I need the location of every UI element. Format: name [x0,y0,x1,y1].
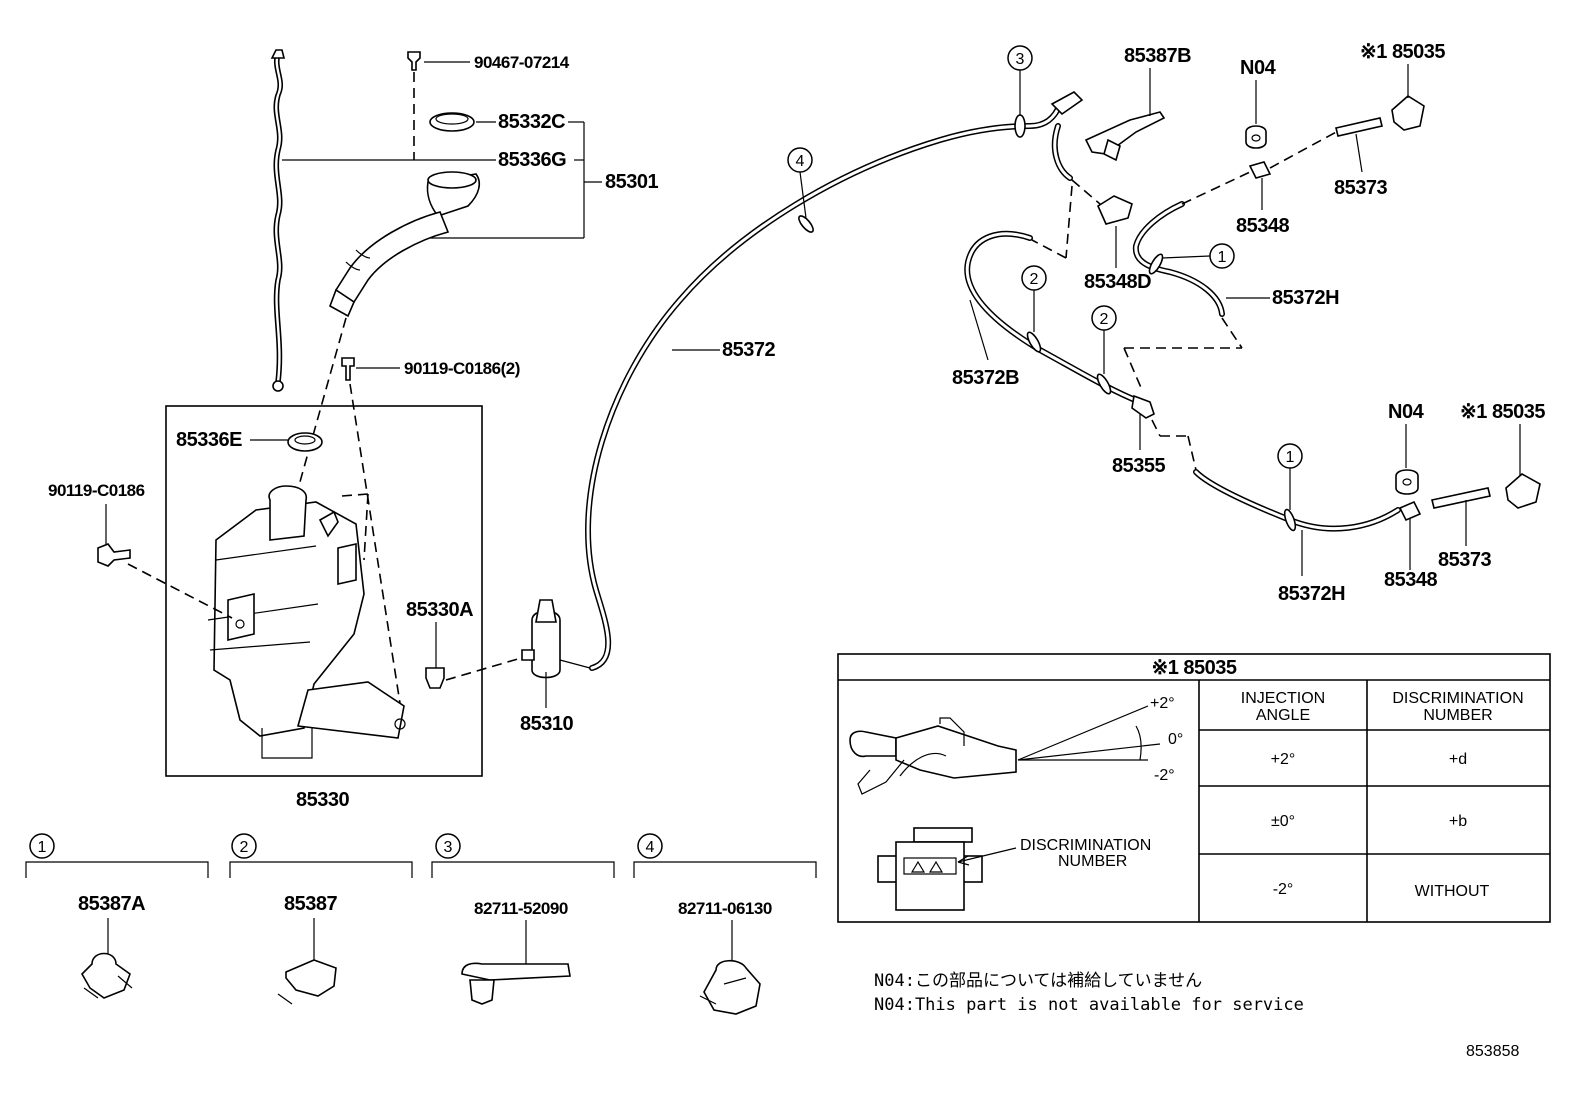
joint-85348D [1096,195,1133,268]
label-85310: 85310 [520,713,573,735]
clip-part-1: 85387A [78,893,145,915]
label-85330: 85330 [296,789,349,811]
nozzle-angle-illustration [849,705,1161,795]
bolt-90119 [97,504,233,619]
angle-zero-label: 0° [1168,731,1183,748]
label-85336E: 85336E [176,429,242,451]
label-85372B: 85372B [952,367,1019,389]
clip-legend-3: 3 82711-52090 [431,833,615,1005]
hose-85372H-lower: 1 [1193,443,1401,576]
label-85355: 85355 [1112,455,1165,477]
col-discrimination-line2: NUMBER [1423,707,1492,724]
table-title: ※1 85035 [1151,657,1236,679]
label-85348-upper: 85348 [1236,215,1289,237]
hose-to-85348D [1031,123,1101,259]
label-85373-lower: 85373 [1438,549,1491,571]
nozzle-front-illustration [877,827,1017,911]
circle-ref-3: 3 [1016,51,1025,68]
row2-angle: ±0° [1271,813,1295,830]
filler-pipe [329,171,481,318]
label-85373-upper: 85373 [1334,177,1387,199]
bracket-85387B [1084,68,1166,162]
label-85035-lower: ※1 85035 [1460,401,1545,423]
clip-legend-1: 1 85387A [25,833,209,999]
clip-num-3: 3 [444,839,453,856]
level-gauge [270,49,286,392]
label-85372H-upper: 85372H [1272,287,1339,309]
diagram-id: 853858 [1466,1043,1519,1060]
clip-part-3: 82711-52090 [474,899,568,918]
lower-nozzle-group [1395,424,1541,570]
circle-ref-2a: 2 [1030,271,1039,288]
label-85372H-lower: 85372H [1278,583,1345,605]
clip-legend: 1 85387A 2 85387 3 82711-52090 [25,833,817,1015]
label-85348D: 85348D [1084,271,1151,293]
label-85301: 85301 [605,171,658,193]
grommet-85330A [425,622,529,689]
label-N04-upper: N04 [1240,57,1277,79]
row3-angle: -2° [1273,881,1294,898]
clip-num-2: 2 [240,839,249,856]
col-discrimination-line1: DISCRIMINATION [1392,690,1523,707]
joint-85355 [1123,347,1242,471]
clip-part-2: 85387 [284,893,337,915]
row2-number: +b [1449,813,1467,830]
angle-plus-label: +2° [1150,695,1175,712]
bolt-90119-2 [341,357,403,717]
disc-label-line1: DISCRIMINATION [1020,837,1151,854]
clip-legend-2: 2 85387 [229,833,413,1005]
hose-85372B: 2 2 [964,230,1143,405]
washer-tank [207,485,406,759]
label-N04-lower: N04 [1388,401,1425,423]
angle-minus-label: -2° [1154,767,1175,784]
circle-ref-1b: 1 [1286,449,1295,466]
circle-ref-4: 4 [796,153,805,170]
note-english: N04:This part is not available for servi… [874,995,1304,1015]
label-85348-lower: 85348 [1384,569,1437,591]
label-85372: 85372 [722,339,775,361]
grommet-85336E [250,432,323,452]
nozzle-spec-table: ※1 85035 INJECTION ANGLE DISCRIMINATION … [837,653,1551,923]
tank-box [165,405,483,777]
label-85330A: 85330A [406,599,473,621]
label-90467: 90467-07214 [474,53,570,72]
label-85332C: 85332C [498,111,565,133]
disc-label-line2: NUMBER [1058,853,1127,870]
clip-legend-4: 4 82711-06130 [633,833,817,1015]
row1-number: +d [1449,751,1467,768]
upper-nozzle-group [1181,64,1425,210]
clip-num-4: 4 [646,839,655,856]
clip-num-1: 1 [38,839,47,856]
col-injection-line2: ANGLE [1256,707,1310,724]
hose-clip-4: 4 [787,147,814,233]
bracket-85301 [282,121,602,239]
label-85387B: 85387B [1124,45,1191,67]
col-injection-line1: INJECTION [1241,690,1325,707]
row3-number: WITHOUT [1415,883,1490,900]
label-85035-upper: ※1 85035 [1360,41,1445,63]
hose-85372H-upper: 1 [1132,201,1270,349]
hose-clip-3: 3 [1007,45,1033,138]
washer-pump [521,599,591,708]
clip-part-4: 82711-06130 [678,899,772,918]
circle-ref-1a: 1 [1218,249,1227,266]
clip-90467 [407,51,470,160]
label-90119: 90119-C0186 [48,481,145,500]
label-90119-2: 90119-C0186(2) [404,359,520,378]
circle-ref-2b: 2 [1100,311,1109,328]
row1-angle: +2° [1271,751,1296,768]
cap-85332C [429,112,496,132]
label-85336G: 85336G [498,149,566,171]
note-japanese: N04:この部品については補給していません [874,971,1202,991]
